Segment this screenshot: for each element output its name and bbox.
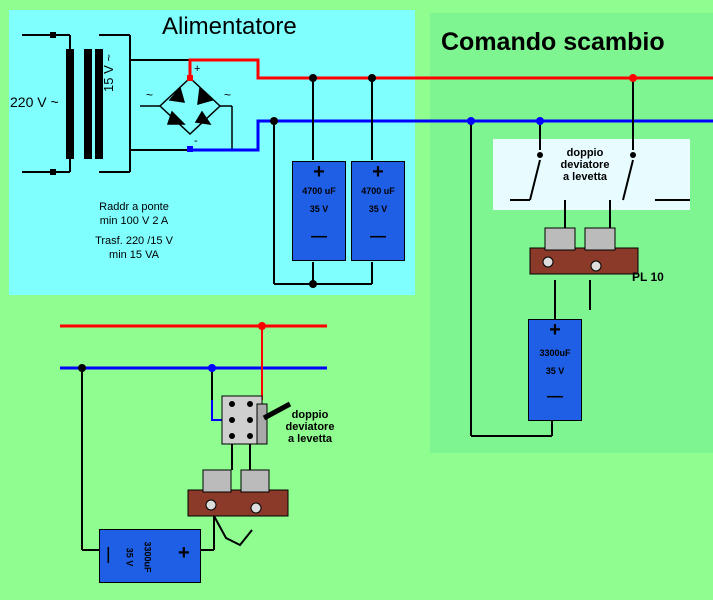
bridge-ac-right: ~ bbox=[224, 88, 232, 102]
positive-wire bbox=[188, 58, 713, 80]
capacitor-plus: + bbox=[178, 542, 190, 564]
capacitor-value: 3300uF bbox=[539, 348, 571, 358]
capacitor-minus: — bbox=[311, 228, 327, 245]
capacitor-minus: — bbox=[100, 547, 117, 563]
comando-title: Comando scambio bbox=[441, 28, 665, 56]
switch-label-box bbox=[493, 139, 690, 210]
capacitor-voltage: 35 V bbox=[309, 204, 329, 214]
bridge-plus-label: + bbox=[194, 63, 201, 75]
comando-capacitor: + 3300uF 35 V — bbox=[528, 319, 582, 421]
capacitor-plus: + bbox=[313, 161, 325, 183]
switch-label-line: deviatore bbox=[285, 421, 335, 433]
capacitor-plus: + bbox=[372, 161, 384, 183]
switch-label-line: doppio bbox=[291, 409, 329, 421]
supply-notes: Raddr a ponte min 100 V 2 A Trasf. 220 /… bbox=[84, 200, 184, 262]
alimentatore-title: Alimentatore bbox=[162, 13, 297, 40]
capacitor-voltage: 35 V bbox=[368, 204, 388, 214]
comando-switch-label: doppio deviatore a levetta bbox=[545, 147, 625, 183]
point-motor-pl10 bbox=[529, 227, 639, 275]
bottom-point-motor bbox=[187, 469, 289, 547]
secondary-voltage-label: 15 V ~ bbox=[101, 54, 116, 92]
switch-label-line: a levetta bbox=[287, 433, 333, 445]
bridge-minus-label: - bbox=[194, 135, 198, 147]
capacitor-minus: — bbox=[547, 388, 563, 405]
negative-wire bbox=[190, 119, 713, 152]
terminal-top bbox=[50, 32, 56, 38]
switch-label-line: doppio bbox=[566, 147, 604, 159]
capacitor-voltage: 35 V bbox=[124, 547, 135, 567]
capacitor-value: 4700 uF bbox=[361, 186, 395, 196]
capacitor-voltage: 35 V bbox=[545, 366, 565, 376]
note-line: min 100 V 2 A bbox=[99, 215, 169, 227]
primary-voltage-label: 220 V ~ bbox=[10, 94, 59, 110]
capacitor-value: 4700 uF bbox=[302, 186, 336, 196]
bottom-switch-label: doppio deviatore a levetta bbox=[280, 409, 340, 445]
bottom-capacitor: — 3300uF 35 V + bbox=[99, 529, 201, 583]
note-line: min 15 VA bbox=[109, 249, 159, 261]
note-line: Raddr a ponte bbox=[99, 201, 169, 213]
terminal-bottom bbox=[50, 169, 56, 175]
capacitor-plus: + bbox=[549, 319, 561, 341]
capacitor-1: + 4700 uF 35 V — bbox=[292, 161, 346, 261]
bridge-rectifier bbox=[140, 76, 233, 150]
note-line: Trasf. 220 /15 V bbox=[95, 235, 173, 247]
alimentatore-panel bbox=[9, 10, 415, 295]
transformer bbox=[22, 34, 190, 173]
bottom-toggle-switch bbox=[221, 395, 292, 445]
capacitor-value: 3300uF bbox=[142, 541, 153, 573]
capacitor-2: + 4700 uF 35 V — bbox=[351, 161, 405, 261]
switch-label-line: a levetta bbox=[562, 171, 608, 183]
point-motor-label: PL 10 bbox=[632, 270, 664, 284]
switch-label-line: deviatore bbox=[560, 159, 610, 171]
capacitor-minus: — bbox=[370, 228, 386, 245]
bridge-ac-left: ~ bbox=[146, 88, 154, 102]
